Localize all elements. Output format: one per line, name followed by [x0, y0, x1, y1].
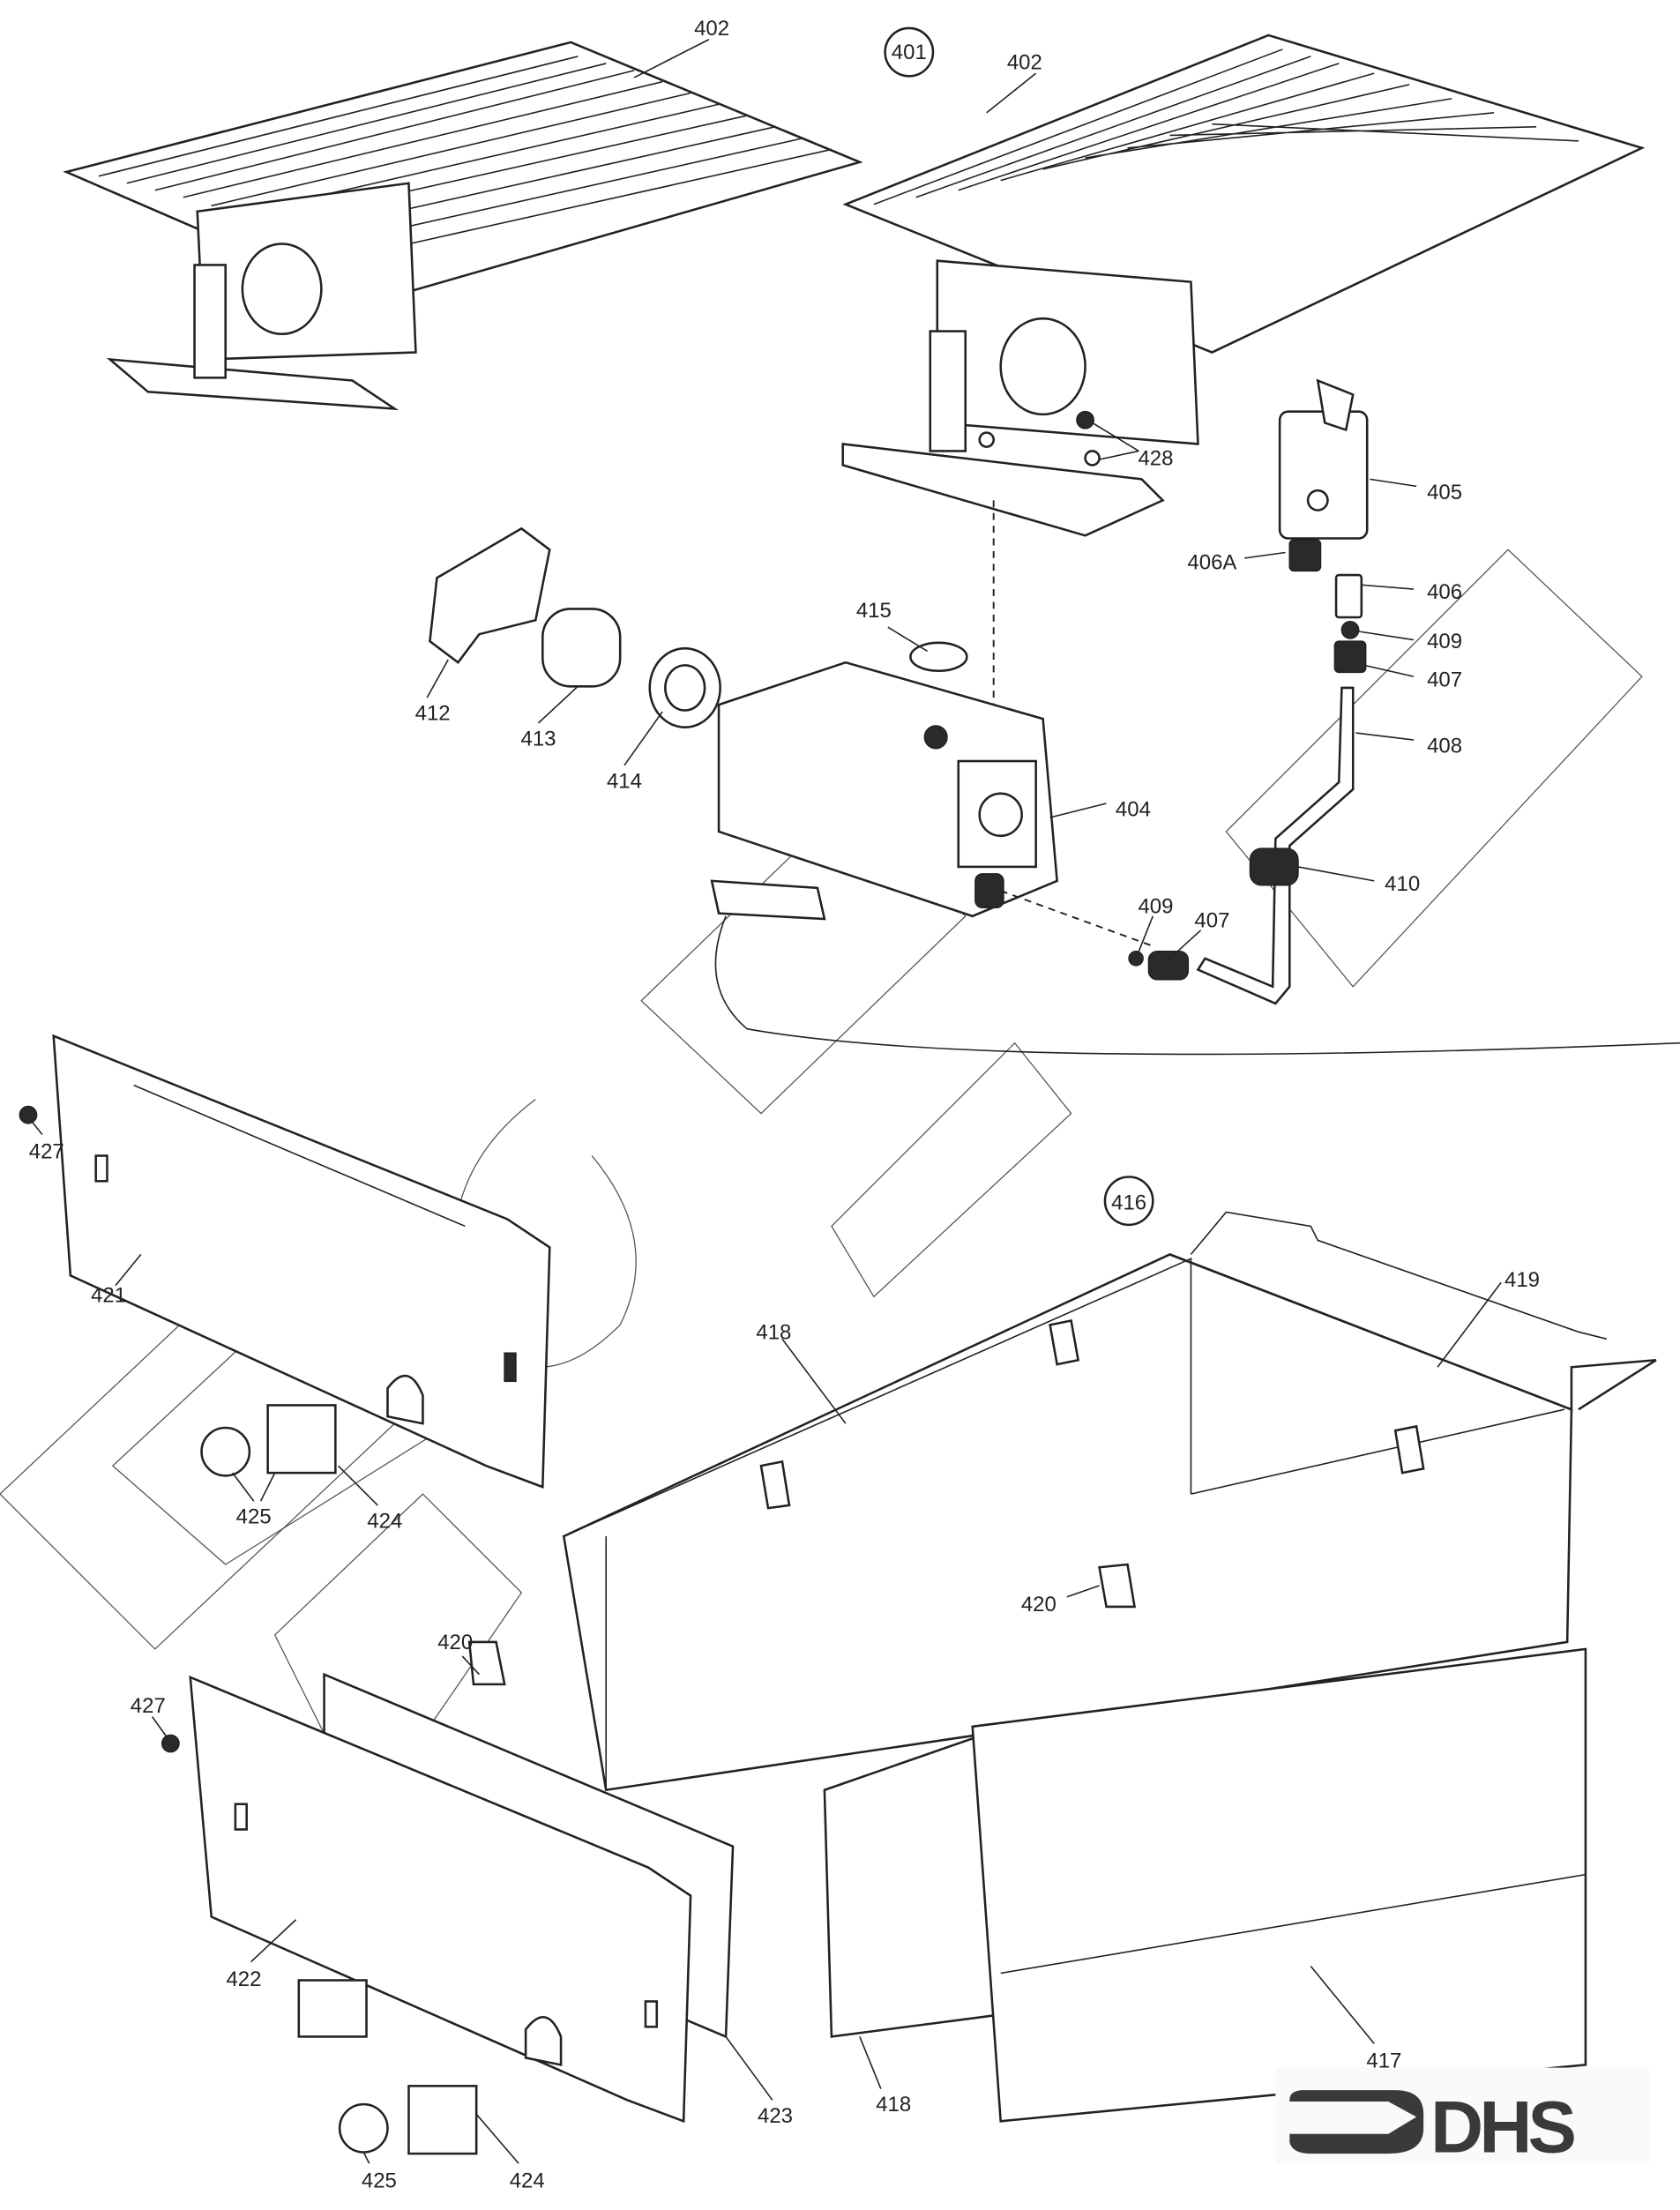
label-418-back: 418 — [756, 1320, 791, 1344]
arrow-logo-icon — [1289, 2090, 1424, 2154]
label-408: 408 — [1427, 734, 1462, 758]
label-419: 419 — [1505, 1268, 1540, 1292]
label-428: 428 — [1138, 446, 1173, 470]
panel-421 — [19, 1034, 551, 1489]
burner-right — [841, 34, 1646, 537]
label-422: 422 — [226, 1967, 261, 1991]
label-420-box: 420 — [1021, 1593, 1057, 1616]
label-402-right: 402 — [1007, 50, 1042, 74]
label-404: 404 — [1116, 797, 1151, 821]
label-415: 415 — [856, 599, 892, 623]
pilot-assembly — [1196, 378, 1369, 1005]
label-402-left: 402 — [694, 17, 729, 41]
logo-text: DHS — [1430, 2086, 1574, 2168]
label-410: 410 — [1385, 872, 1420, 896]
callout-circle-416 — [1103, 1176, 1154, 1227]
label-418-front: 418 — [876, 2093, 911, 2117]
panel-422 — [161, 1640, 735, 2155]
label-401: 401 — [892, 41, 927, 64]
label-427-bottom: 427 — [131, 1694, 166, 1718]
label-405: 405 — [1427, 481, 1462, 504]
label-414: 414 — [607, 769, 642, 793]
label-412: 412 — [415, 702, 451, 726]
gas-valve — [710, 500, 1680, 1056]
dhs-logo: DHS — [1275, 2067, 1649, 2168]
label-416: 416 — [1111, 1191, 1146, 1214]
label-413: 413 — [520, 727, 556, 750]
label-407-bottom: 407 — [1194, 909, 1229, 933]
label-407-top: 407 — [1427, 668, 1462, 691]
fittings — [429, 526, 968, 728]
burner-left — [63, 41, 863, 411]
label-406a: 406A — [1187, 551, 1236, 575]
label-425-bottom: 425 — [362, 2169, 397, 2192]
leader-lines — [30, 39, 1502, 2164]
callout-circle-401 — [884, 26, 935, 78]
combustion-box — [562, 1211, 1657, 2123]
label-421: 421 — [91, 1284, 126, 1308]
label-427-top: 427 — [29, 1140, 64, 1164]
label-424-top: 424 — [367, 1509, 402, 1533]
label-424-bottom: 424 — [510, 2169, 545, 2192]
label-406: 406 — [1427, 580, 1462, 604]
label-420-left: 420 — [437, 1631, 473, 1654]
label-409-bottom: 409 — [1138, 895, 1173, 919]
label-423: 423 — [758, 2104, 793, 2128]
label-409-top: 409 — [1427, 630, 1462, 653]
label-425-top: 425 — [236, 1505, 272, 1529]
